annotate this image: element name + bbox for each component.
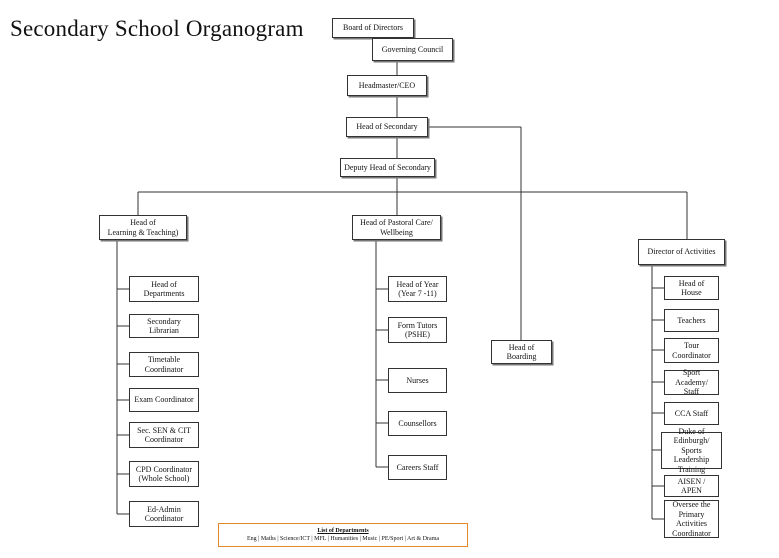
learning-item: Ed-Admin Coordinator (129, 501, 199, 527)
learning-item: Exam Coordinator (129, 388, 199, 412)
pastoral-item: Nurses (388, 368, 447, 393)
board-of-directors-box: Board of Directors (332, 18, 414, 38)
learning-item: Secondary Librarian (129, 314, 199, 338)
activities-item: Head of House (664, 276, 719, 300)
learning-teaching-box: Head of Learning & Teaching) (99, 215, 187, 240)
learning-item: Head of Departments (129, 276, 199, 302)
headmaster-box: Headmaster/CEO (347, 75, 427, 96)
pastoral-item: Form Tutors (PSHE) (388, 317, 447, 343)
legend-title: List of Departments (317, 528, 369, 534)
head-of-boarding-box: Head of Boarding (491, 340, 552, 364)
deputy-head-box: Deputy Head of Secondary (340, 158, 435, 177)
activities-item: CCA Staff (664, 402, 719, 425)
legend-items: Eng | Maths | Science/ICT | MFL | Humani… (246, 536, 440, 542)
pastoral-care-box: Head of Pastoral Care/ Wellbeing (352, 215, 441, 240)
activities-item: Teachers (664, 309, 719, 332)
learning-item: CPD Coordinator (Whole School) (129, 461, 199, 487)
head-of-secondary-box: Head of Secondary (346, 117, 428, 137)
activities-item: Oversee the Primary Activities Coordinat… (664, 500, 719, 538)
activities-item: AISEN / APEN (664, 475, 719, 497)
learning-item: Timetable Coordinator (129, 352, 199, 377)
pastoral-item: Counsellors (388, 411, 447, 436)
learning-item: Sec. SEN & CIT Coordinator (129, 422, 199, 448)
pastoral-item: Head of Year (Year 7 -11) (388, 276, 447, 302)
activities-item: Tour Coordinator (664, 338, 719, 363)
page-title: Secondary School Organogram (10, 16, 304, 41)
director-of-activities-box: Director of Activities (638, 239, 725, 265)
departments-legend: List of Departments Eng | Maths | Scienc… (218, 523, 468, 547)
activities-item: Sport Academy/ Staff (664, 368, 719, 396)
governing-council-box: Governing Council (372, 38, 453, 61)
activities-item: Duke of Edinburgh/ Sports Leadership Tra… (661, 427, 722, 474)
pastoral-item: Careers Staff (388, 455, 447, 480)
